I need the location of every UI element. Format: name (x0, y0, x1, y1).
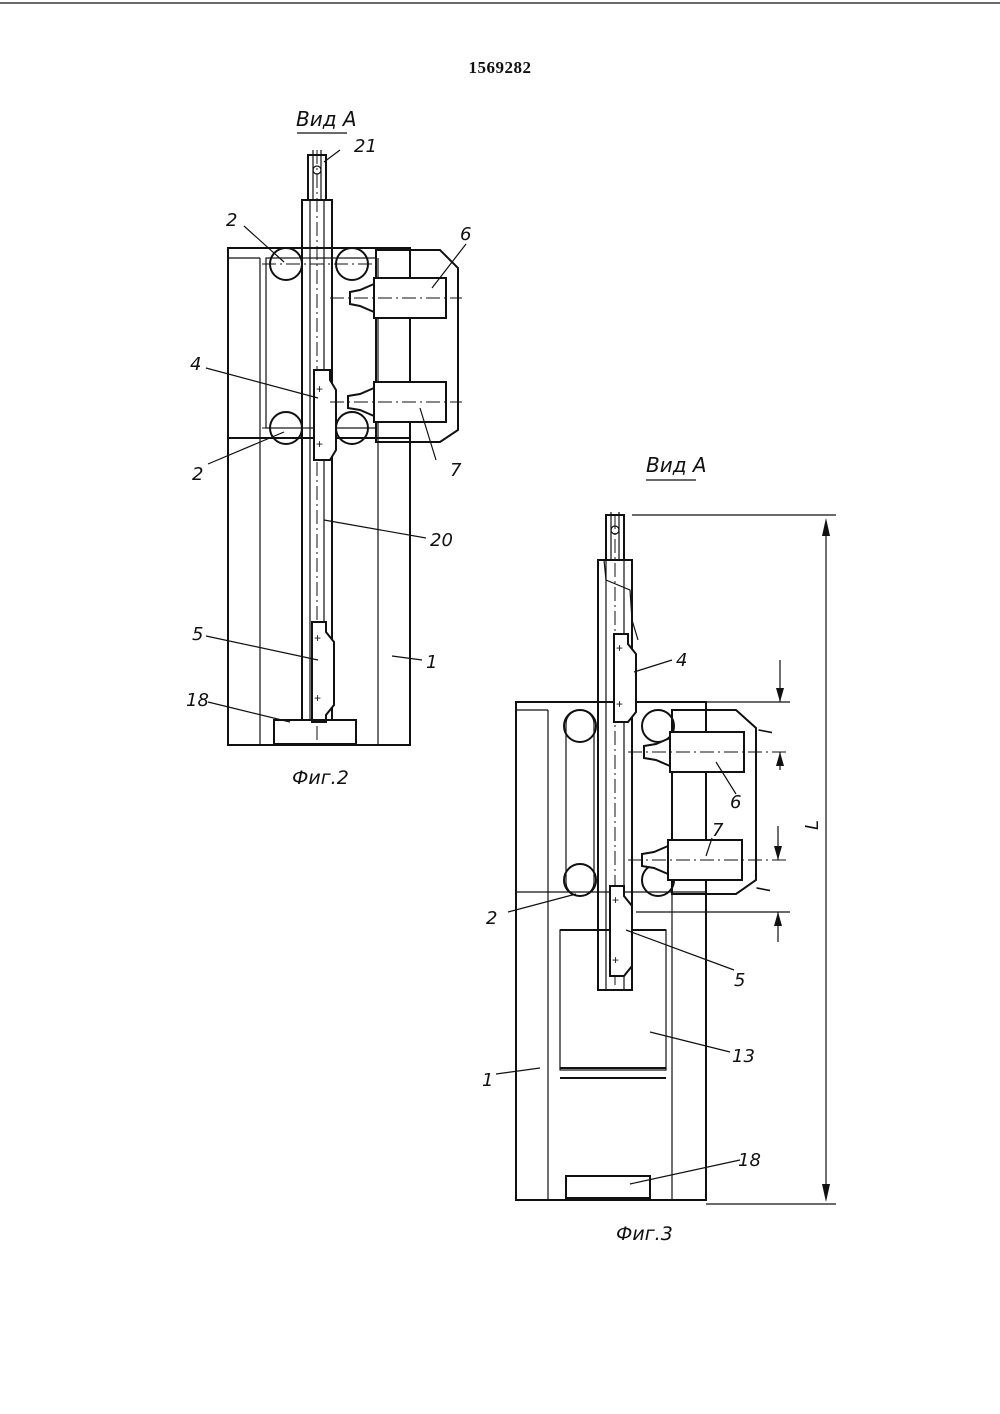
svg-text:+: + (316, 382, 323, 396)
svg-text:+: + (612, 893, 619, 907)
svg-text:+: + (316, 437, 323, 451)
fig2-label-7: 7 (450, 460, 462, 481)
svg-text:+: + (612, 953, 619, 967)
fig2-label-5: 5 (192, 624, 203, 645)
fig3-label-18: 18 (738, 1150, 761, 1171)
fig2-label-21: 21 (354, 136, 377, 157)
fig3-label-1: 1 (482, 1070, 493, 1091)
fig2-caption: Фиг.2 (292, 767, 349, 789)
fig2-base-18 (274, 720, 356, 744)
fig3-label-4: 4 (676, 650, 687, 671)
fig3-label-2: 2 (486, 908, 497, 929)
fig3-base-18 (566, 1176, 650, 1198)
fig2-label-6: 6 (460, 224, 471, 245)
figure-2: Вид A + + + + (186, 107, 471, 789)
fig2-label-18: 18 (186, 690, 209, 711)
fig3-caption: Фиг.3 (616, 1223, 673, 1245)
fig3-dim-l-top-label: l (756, 729, 777, 734)
svg-text:+: + (616, 641, 623, 655)
svg-text:+: + (314, 691, 321, 705)
fig3-label-5: 5 (734, 970, 745, 991)
figure-3: Вид A + + + + (482, 453, 836, 1245)
fig2-label-1: 1 (426, 652, 437, 673)
fig2-label-20: 20 (430, 530, 453, 551)
fig3-label-13: 13 (732, 1046, 755, 1067)
fig2-label-2-bottom: 2 (192, 464, 203, 485)
fig3-dim-L-label: L (802, 820, 823, 830)
fig3-view-label: Вид A (646, 453, 707, 477)
fig3-label-7: 7 (712, 820, 724, 841)
fig3-label-6: 6 (730, 792, 741, 813)
fig2-label-2-top: 2 (226, 210, 237, 231)
svg-text:+: + (616, 697, 623, 711)
fig3-dim-l-bottom-label: l (754, 887, 775, 892)
svg-text:+: + (314, 631, 321, 645)
fig2-label-4: 4 (190, 354, 201, 375)
fig2-view-label: Вид A (296, 107, 357, 131)
